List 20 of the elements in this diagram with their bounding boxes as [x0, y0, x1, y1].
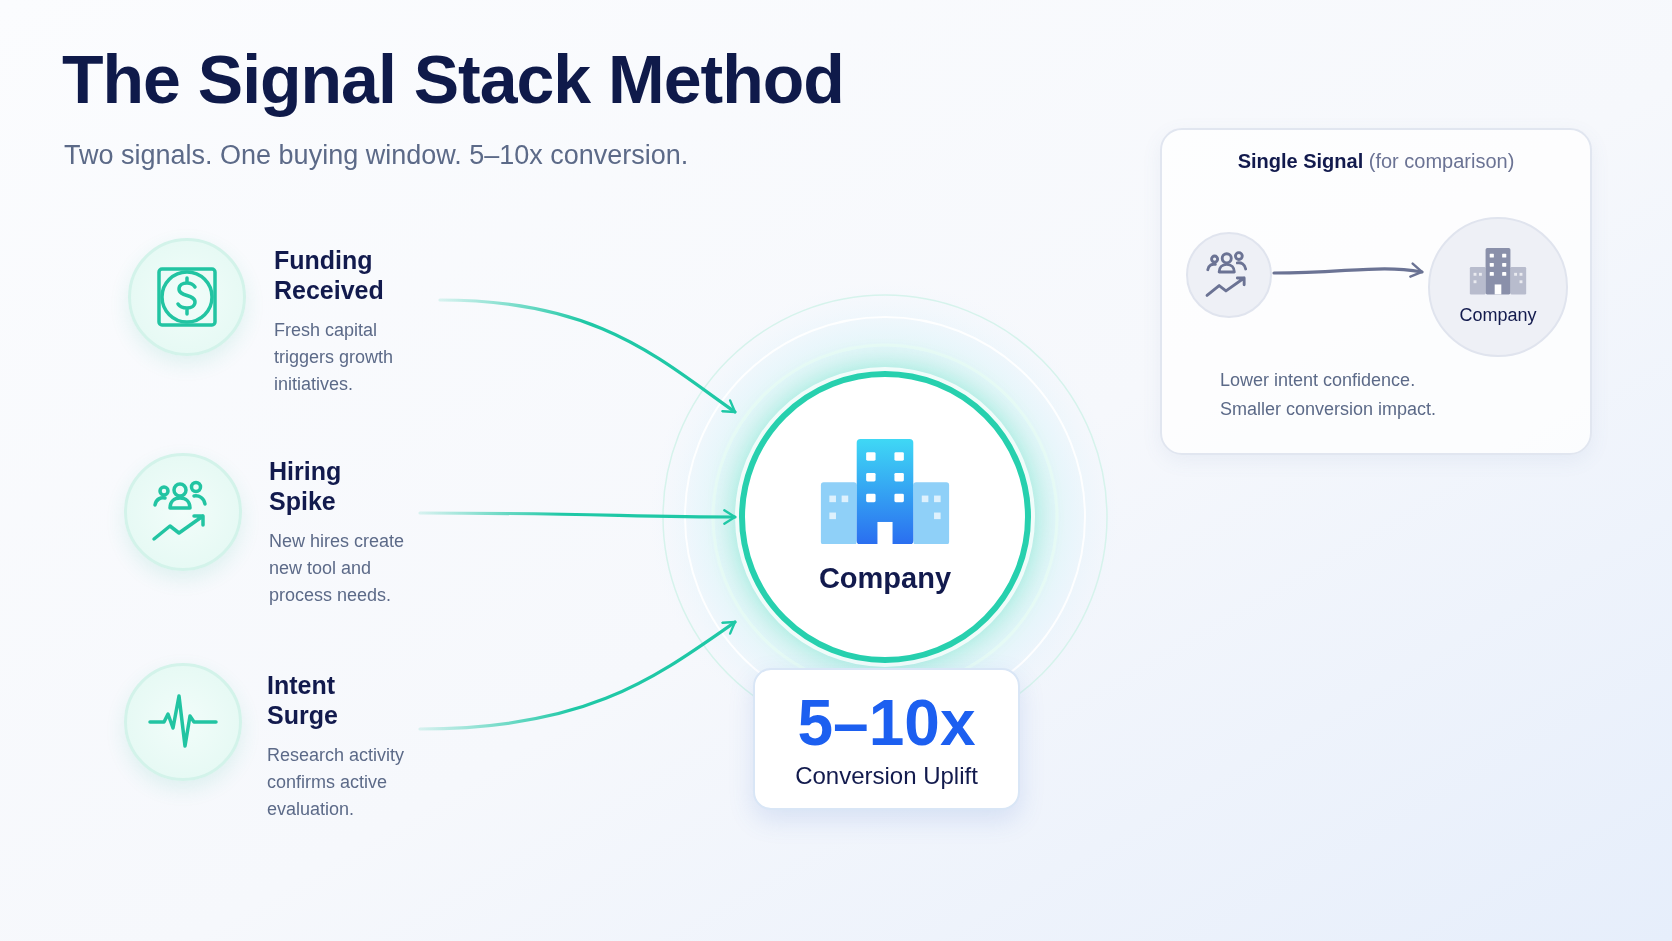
signal-title: Intent Surge — [267, 670, 339, 730]
signal-description: Fresh capital triggers growth initiatives. — [274, 319, 395, 396]
signal-description: Research activity confirms active evaluation. — [267, 744, 406, 821]
company-label: Company — [818, 562, 952, 596]
arrow — [418, 509, 737, 525]
signal-description: New hires create new tool and process needs. — [269, 530, 406, 607]
panel-note: Lower intent confidence. Smaller conversion impact. — [1220, 369, 1438, 421]
company-label: Company — [1459, 304, 1537, 326]
signal-title: Funding Received — [274, 245, 385, 305]
stat-value: 5–10x — [797, 688, 976, 758]
diagram-title: The Signal Stack Method — [62, 40, 844, 118]
arrow — [1272, 262, 1424, 279]
stat-card — [753, 668, 1020, 810]
subtitle: Two signals. One buying window. 5–10x conversion. — [64, 140, 689, 171]
arrow — [418, 620, 737, 731]
panel-heading: Single Signal (for comparison) — [1236, 150, 1516, 173]
comparison-panel — [1160, 128, 1592, 455]
arrow — [438, 298, 737, 414]
stat-caption: Conversion Uplift — [795, 762, 978, 790]
signal-title: Hiring Spike — [269, 456, 343, 516]
